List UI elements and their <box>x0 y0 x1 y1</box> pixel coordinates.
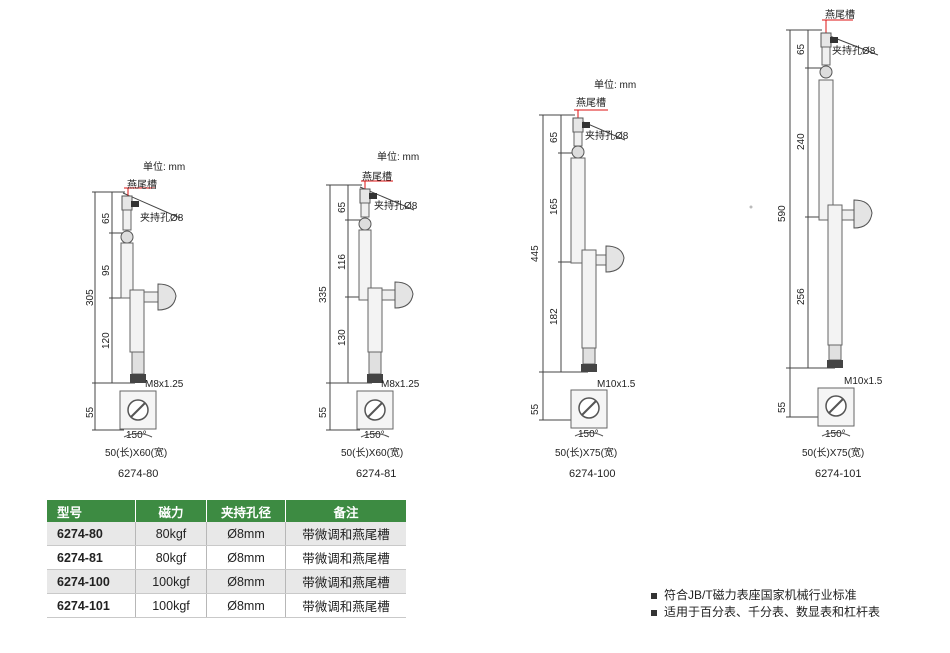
thread-label: M10x1.5 <box>597 379 636 390</box>
angle-label: 150° <box>126 430 147 441</box>
dim-mid: 240 <box>796 133 807 150</box>
clamp-hole-label: 夹持孔Ø8 <box>585 131 629 142</box>
thread-label: M8x1.25 <box>145 379 184 390</box>
square-bullet-icon <box>651 609 657 616</box>
unit-label: 单位: mm <box>594 80 637 91</box>
header-model: 型号 <box>47 500 136 522</box>
dim-base: 55 <box>318 406 329 418</box>
cell-remarks: 带微调和燕尾槽 <box>285 569 406 594</box>
cell-diameter: Ø8mm <box>206 569 286 594</box>
dim-base: 55 <box>777 401 788 413</box>
dim-low: 120 <box>101 332 112 349</box>
dim-mid: 95 <box>101 264 112 276</box>
model-caption: 6274-81 <box>356 468 397 480</box>
cell-force: 100kgf <box>135 569 207 594</box>
base-size-label: 50(长)X60(宽) <box>341 448 404 459</box>
cell-force: 80kgf <box>135 545 207 570</box>
dim-total: 305 <box>85 289 96 306</box>
dim-low: 256 <box>796 288 807 305</box>
model-caption: 6274-80 <box>118 468 159 480</box>
cell-model: 6274-81 <box>47 545 136 570</box>
dim-low: 130 <box>337 329 348 346</box>
cell-force: 100kgf <box>135 593 207 618</box>
list-item: 符合JB/T磁力表座国家机械行业标准 <box>651 587 880 604</box>
base-size-label: 50(长)X75(宽) <box>802 448 865 459</box>
dovetail-label: 燕尾槽 <box>576 98 606 109</box>
model-caption: 6274-100 <box>569 468 616 480</box>
dim-top: 65 <box>549 131 560 143</box>
model-caption: 6274-101 <box>815 468 862 480</box>
thread-label: M10x1.5 <box>844 376 883 387</box>
base-size-label: 50(长)X60(宽) <box>105 448 168 459</box>
cell-remarks: 带微调和燕尾槽 <box>285 545 406 570</box>
clamp-hole-label: 夹持孔Ø8 <box>832 46 876 57</box>
dim-total: 590 <box>777 205 788 222</box>
cell-remarks: 带微调和燕尾槽 <box>285 522 406 546</box>
dovetail-label: 燕尾槽 <box>362 172 392 183</box>
dim-top: 65 <box>337 201 348 213</box>
dim-top: 65 <box>796 43 807 55</box>
cell-model: 6274-80 <box>47 522 136 546</box>
dim-mid: 116 <box>337 254 348 270</box>
note-text: 适用于百分表、千分表、数显表和杠杆表 <box>664 605 881 619</box>
angle-label: 150° <box>364 430 385 441</box>
table-row: 6274-100 100kgf Ø8mm 带微调和燕尾槽 <box>47 569 406 594</box>
unit-label: 单位: mm <box>377 152 420 163</box>
unit-label: 单位: mm <box>143 162 186 173</box>
list-item: 适用于百分表、千分表、数显表和杠杆表 <box>651 604 880 621</box>
cell-force: 80kgf <box>135 522 207 546</box>
table-row: 6274-81 80kgf Ø8mm 带微调和燕尾槽 <box>47 545 406 570</box>
header-remarks: 备注 <box>285 500 406 522</box>
thread-label: M8x1.25 <box>381 379 420 390</box>
dim-total: 445 <box>530 245 541 262</box>
cell-model: 6274-100 <box>47 569 136 594</box>
dim-base: 55 <box>530 403 541 415</box>
angle-label: 150° <box>825 429 846 440</box>
header-magnetic-force: 磁力 <box>135 500 207 522</box>
header-clamp-diameter: 夹持孔径 <box>206 500 286 522</box>
angle-label: 150° <box>578 429 599 440</box>
dim-total: 335 <box>318 286 329 303</box>
table-row: 6274-101 100kgf Ø8mm 带微调和燕尾槽 <box>47 593 406 618</box>
table-row: 6274-80 80kgf Ø8mm 带微调和燕尾槽 <box>47 522 406 546</box>
clamp-hole-label: 夹持孔Ø8 <box>140 213 184 224</box>
cell-model: 6274-101 <box>47 593 136 618</box>
spec-table: 型号 磁力 夹持孔径 备注 6274-80 80kgf Ø8mm 带微调和燕尾槽… <box>47 500 406 618</box>
cell-diameter: Ø8mm <box>206 593 286 618</box>
square-bullet-icon <box>651 592 657 599</box>
cell-diameter: Ø8mm <box>206 522 286 546</box>
clamp-hole-label: 夹持孔Ø8 <box>374 201 418 212</box>
base-size-label: 50(长)X75(宽) <box>555 448 618 459</box>
feature-notes: 符合JB/T磁力表座国家机械行业标准 适用于百分表、千分表、数显表和杠杆表 <box>651 587 880 621</box>
dim-mid: 165 <box>549 198 560 215</box>
dovetail-label: 燕尾槽 <box>127 180 157 191</box>
cell-remarks: 带微调和燕尾槽 <box>285 593 406 618</box>
note-text: 符合JB/T磁力表座国家机械行业标准 <box>664 588 857 602</box>
dim-low: 182 <box>549 308 560 325</box>
dim-base: 55 <box>85 406 96 418</box>
table-header-row: 型号 磁力 夹持孔径 备注 <box>47 500 406 522</box>
cell-diameter: Ø8mm <box>206 545 286 570</box>
dovetail-label: 燕尾槽 <box>825 10 855 21</box>
dim-top: 65 <box>101 212 112 224</box>
